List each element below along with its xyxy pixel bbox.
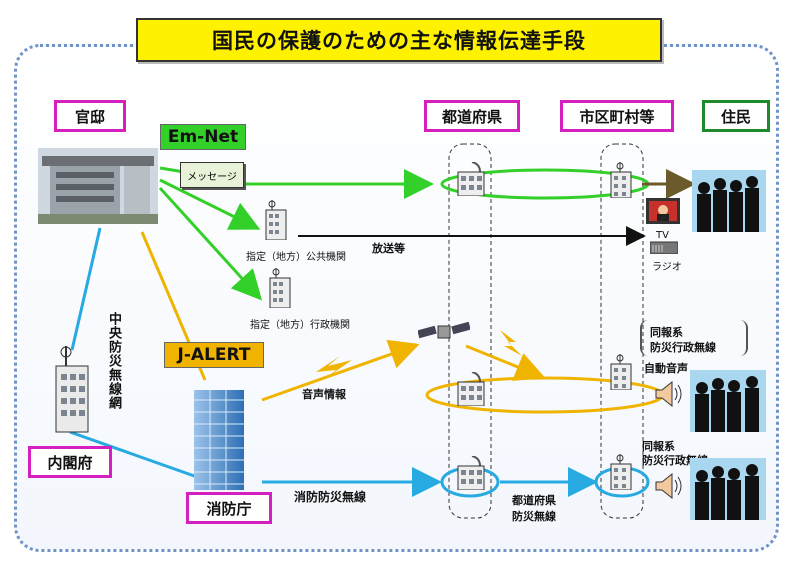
shobocho-building-icon [188, 390, 250, 490]
city-building-icon [608, 454, 634, 490]
speaker-icon [654, 380, 682, 408]
satellite-downlink [465, 344, 546, 381]
central-network-line [70, 227, 102, 351]
pref-building-icon [456, 456, 486, 490]
tag-naikakufu: 内閣府 [28, 446, 112, 478]
radio-label: ラジオ [652, 262, 682, 273]
crowd-icon [692, 170, 766, 232]
naikakufu-shobocho-line [69, 430, 201, 480]
public-org-label: 指定（地方）公共機関 [246, 252, 346, 263]
kantei-building-icon [38, 148, 158, 224]
pref-radio-label-2: 防災無線 [512, 510, 556, 523]
tag-jumin: 住民 [702, 100, 770, 132]
pref-building-icon [456, 372, 486, 406]
same-sys-label-1b: 防災行政無線 [650, 341, 716, 354]
naikakufu-building-icon [52, 346, 92, 434]
broadcast-label: 放送等 [372, 242, 405, 255]
speaker-icon [654, 472, 682, 500]
lightning-icon [316, 356, 352, 378]
city-building-icon [608, 354, 634, 390]
central-network-label: 中央防災無線網 [106, 312, 121, 410]
tv-label: TV [656, 230, 669, 241]
tag-kantei: 官邸 [54, 100, 126, 132]
tag-todofuken: 都道府県 [424, 100, 520, 132]
emnet-badge: Em-Net [160, 124, 246, 150]
crowd-icon [690, 458, 766, 520]
jalert-badge: J-ALERT [164, 342, 264, 368]
message-box: メッセージ [180, 162, 244, 188]
satellite-icon [418, 318, 470, 348]
tower-icon [264, 200, 288, 240]
crowd-icon [690, 370, 766, 432]
same-sys-bracket [640, 320, 748, 356]
page-title: 国民の保護のための主な情報伝達手段 [136, 18, 662, 62]
city-column [600, 143, 644, 519]
jalert-uplink [261, 339, 420, 402]
city-building-icon [608, 162, 634, 198]
pref-radio-label-1: 都道府県 [512, 494, 556, 507]
admin-org-label: 指定（地方）行政機関 [250, 320, 350, 331]
auto-voice-label: 自動音声 [644, 362, 688, 375]
tag-shikuchoson: 市区町村等 [560, 100, 674, 132]
tower-icon [268, 268, 292, 308]
lightning-icon [500, 330, 522, 356]
tag-shobocho: 消防庁 [186, 492, 272, 524]
same-sys-label-2a: 同報系 [642, 440, 675, 453]
pref-building-icon [456, 162, 486, 196]
tv-icon [646, 198, 680, 226]
emnet-line-admin [158, 186, 263, 301]
radio-icon [650, 240, 678, 254]
voice-info-label: 音声情報 [302, 388, 346, 401]
same-sys-label-1a: 同報系 [650, 326, 683, 339]
fire-radio-label: 消防防災無線 [294, 490, 367, 504]
emnet-line-public [159, 178, 261, 230]
